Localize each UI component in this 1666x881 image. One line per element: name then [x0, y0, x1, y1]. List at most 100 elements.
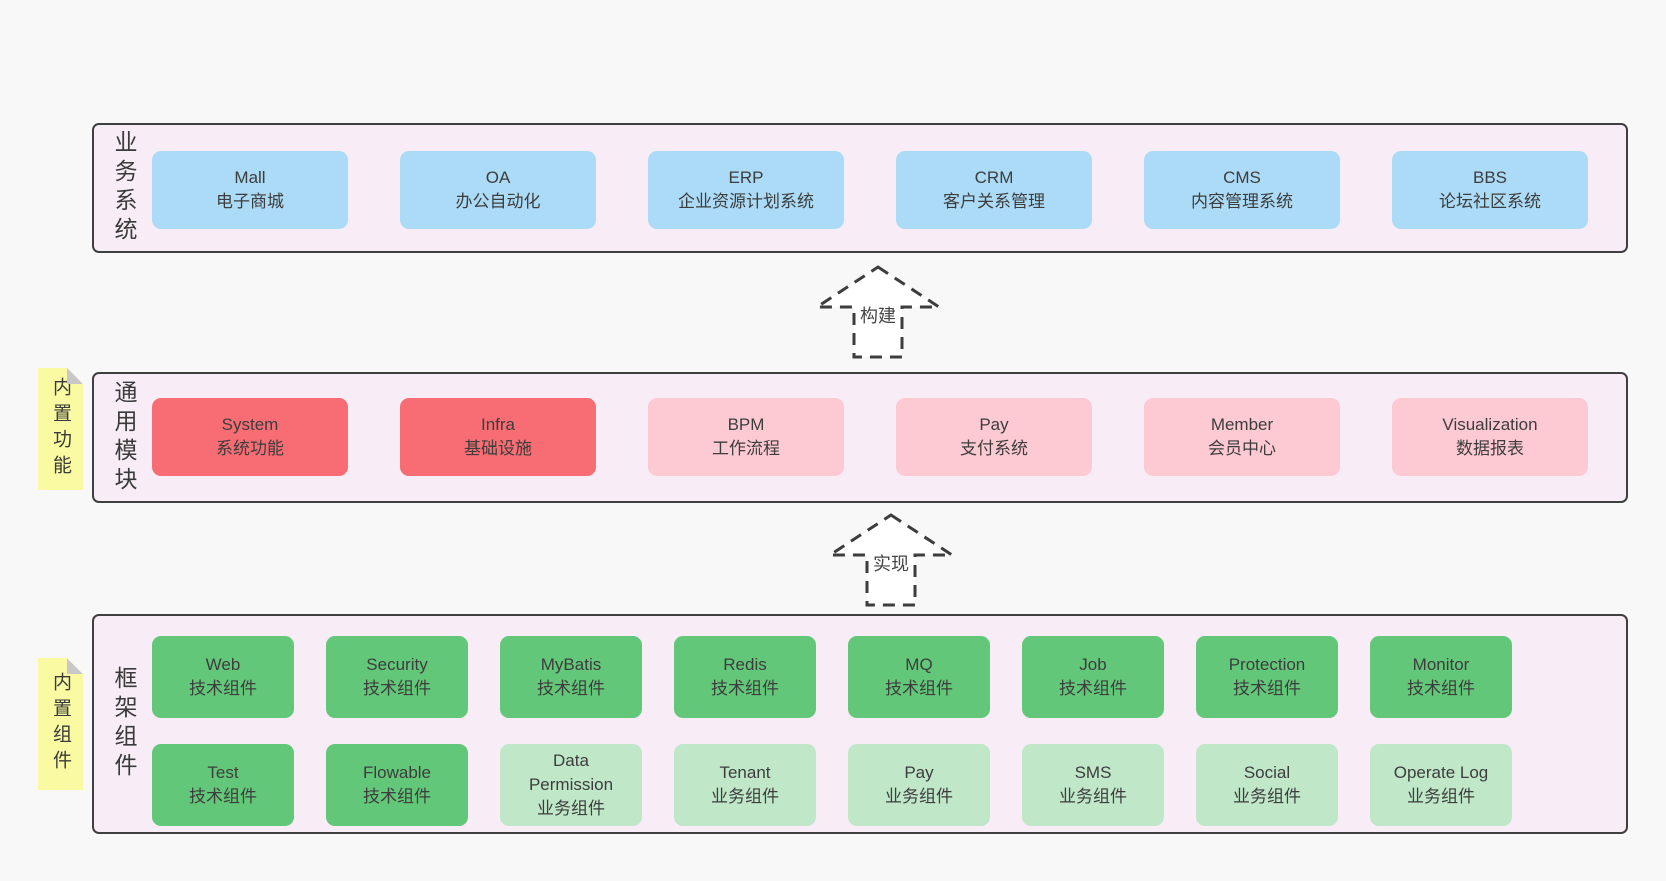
box-subtitle: 客户关系管理	[943, 192, 1045, 211]
box-subtitle: 业务组件	[711, 787, 779, 806]
box-protection: Protection 技术组件	[1196, 636, 1338, 718]
box-flowable: Flowable 技术组件	[326, 744, 468, 826]
box-oa: OA 办公自动化	[400, 151, 596, 229]
panel-business-systems: 业务系统 Mall 电子商城 OA 办公自动化 ERP 企业资源计划系统 CRM…	[92, 123, 1628, 253]
panel-components-label: 框架组件	[111, 666, 137, 782]
box-title: System	[221, 414, 279, 434]
sticky-built-in-features: 内置功能	[38, 368, 83, 490]
box-test: Test 技术组件	[152, 744, 294, 826]
box-subtitle: 技术组件	[1233, 679, 1301, 698]
box-subtitle: 论坛社区系统	[1439, 192, 1541, 211]
box-cms: CMS 内容管理系统	[1144, 151, 1340, 229]
box-bbs: BBS 论坛社区系统	[1392, 151, 1588, 229]
business-box-row: Mall 电子商城 OA 办公自动化 ERP 企业资源计划系统 CRM 客户关系…	[152, 151, 1588, 229]
panel-business-label: 业务系统	[111, 130, 137, 246]
box-title: Redis	[723, 654, 767, 674]
box-member: Member 会员中心	[1144, 398, 1340, 476]
components-box-row-1: Web 技术组件 Security 技术组件 MyBatis 技术组件 Redi…	[152, 636, 1512, 718]
box-data-permission: Data Permission 业务组件	[500, 744, 642, 826]
box-mybatis: MyBatis 技术组件	[500, 636, 642, 718]
box-title: BPM	[727, 414, 765, 434]
box-subtitle: 技术组件	[885, 679, 953, 698]
panel-framework-components: 框架组件 Web 技术组件 Security 技术组件 MyBatis 技术组件…	[92, 614, 1628, 834]
folded-corner-icon	[67, 368, 83, 384]
box-subtitle: 技术组件	[1407, 679, 1475, 698]
box-mall: Mall 电子商城	[152, 151, 348, 229]
box-title: OA	[485, 167, 511, 187]
box-web: Web 技术组件	[152, 636, 294, 718]
box-title: Pay	[979, 414, 1009, 434]
box-title: Mall	[234, 167, 266, 187]
box-title: MQ	[905, 654, 933, 674]
box-title: Data Permission	[528, 750, 614, 794]
box-title: Social	[1243, 762, 1291, 782]
box-title: Monitor	[1412, 654, 1470, 674]
box-subtitle: 业务组件	[1233, 787, 1301, 806]
box-title: Protection	[1228, 654, 1306, 674]
box-bpm: BPM 工作流程	[648, 398, 844, 476]
modules-box-row: System 系统功能 Infra 基础设施 BPM 工作流程 Pay 支付系统…	[152, 398, 1588, 476]
box-title: Tenant	[719, 762, 771, 782]
sticky-label: 内置功能	[50, 377, 71, 481]
box-subtitle: 内容管理系统	[1191, 192, 1293, 211]
panel-modules-label: 通用模块	[111, 379, 137, 496]
box-title: Member	[1210, 414, 1274, 434]
box-title: Operate Log	[1393, 762, 1489, 782]
folded-corner-icon	[67, 658, 83, 674]
box-title: Infra	[480, 414, 516, 434]
box-pay: Pay 支付系统	[896, 398, 1092, 476]
box-subtitle: 办公自动化	[455, 192, 541, 211]
box-subtitle: 技术组件	[537, 679, 605, 698]
components-box-row-2: Test 技术组件 Flowable 技术组件 Data Permission …	[152, 744, 1512, 826]
box-job: Job 技术组件	[1022, 636, 1164, 718]
box-title: Web	[205, 654, 241, 674]
up-arrow-build-icon	[813, 265, 943, 359]
box-visualization: Visualization 数据报表	[1392, 398, 1588, 476]
box-title: Visualization	[1442, 414, 1538, 434]
box-title: Security	[366, 654, 428, 674]
box-title: ERP	[728, 167, 764, 187]
sticky-built-in-components: 内置组件	[38, 658, 83, 790]
box-title: CRM	[974, 167, 1014, 187]
box-social: Social 业务组件	[1196, 744, 1338, 826]
box-subtitle: 业务组件	[537, 799, 605, 819]
box-subtitle: 企业资源计划系统	[678, 192, 814, 211]
box-subtitle: 业务组件	[1059, 787, 1127, 806]
box-title: Pay	[904, 762, 934, 782]
box-security: Security 技术组件	[326, 636, 468, 718]
box-pay-biz: Pay 业务组件	[848, 744, 990, 826]
box-system: System 系统功能	[152, 398, 348, 476]
box-subtitle: 技术组件	[363, 787, 431, 806]
box-subtitle: 基础设施	[464, 439, 532, 458]
sticky-label: 内置组件	[50, 672, 71, 776]
panel-common-modules: 通用模块 System 系统功能 Infra 基础设施 BPM 工作流程 Pay…	[92, 372, 1628, 503]
box-subtitle: 工作流程	[712, 439, 780, 458]
up-arrow-implement-icon	[826, 513, 956, 607]
box-title: MyBatis	[540, 654, 602, 674]
box-title: Flowable	[362, 762, 432, 782]
box-erp: ERP 企业资源计划系统	[648, 151, 844, 229]
box-title: BBS	[1472, 167, 1508, 187]
box-subtitle: 技术组件	[711, 679, 779, 698]
box-subtitle: 业务组件	[885, 787, 953, 806]
box-crm: CRM 客户关系管理	[896, 151, 1092, 229]
box-subtitle: 技术组件	[1059, 679, 1127, 698]
box-subtitle: 电子商城	[216, 192, 284, 211]
box-title: SMS	[1074, 762, 1112, 782]
box-monitor: Monitor 技术组件	[1370, 636, 1512, 718]
box-tenant: Tenant 业务组件	[674, 744, 816, 826]
box-redis: Redis 技术组件	[674, 636, 816, 718]
arrow-build-label: 构建	[860, 306, 896, 326]
box-mq: MQ 技术组件	[848, 636, 990, 718]
box-title: Job	[1079, 654, 1107, 674]
box-title: CMS	[1223, 167, 1261, 187]
box-subtitle: 会员中心	[1208, 439, 1276, 458]
box-title: Test	[207, 762, 239, 782]
box-subtitle: 支付系统	[960, 439, 1028, 458]
box-subtitle: 技术组件	[189, 679, 257, 698]
box-subtitle: 业务组件	[1407, 787, 1475, 806]
box-subtitle: 技术组件	[363, 679, 431, 698]
box-sms: SMS 业务组件	[1022, 744, 1164, 826]
box-subtitle: 系统功能	[216, 439, 284, 458]
